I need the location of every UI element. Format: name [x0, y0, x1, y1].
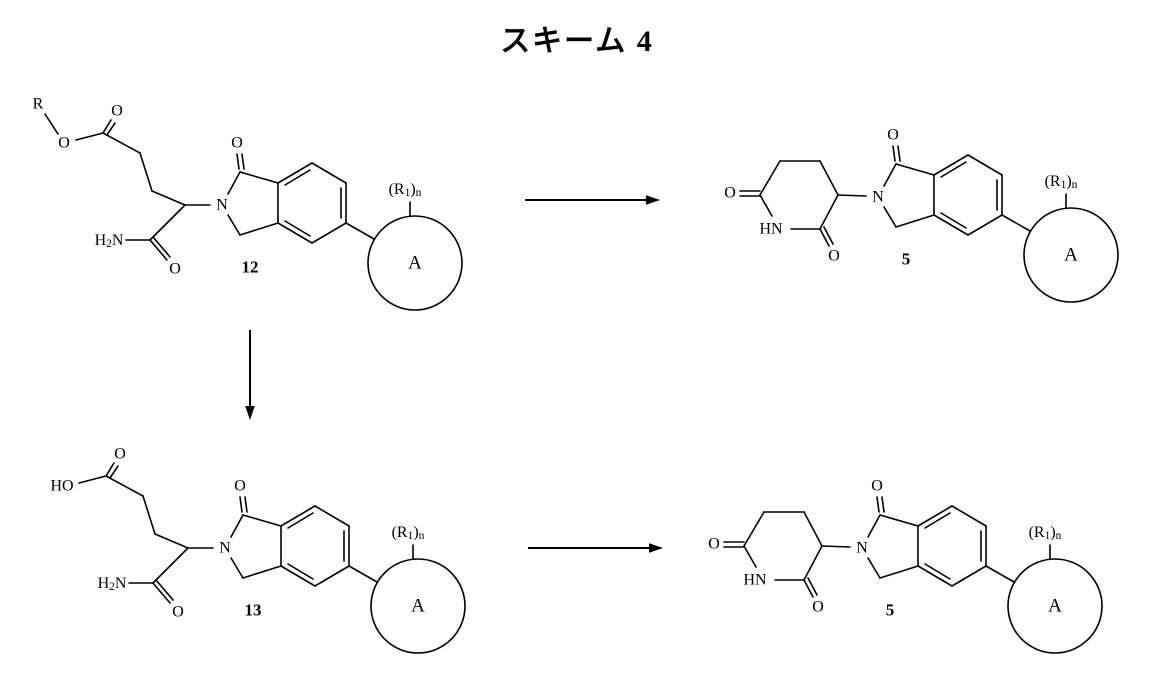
atom-lactam-o: O	[234, 478, 246, 495]
isoindolinone-skeleton	[883, 145, 1119, 303]
substituent-r1n: (R1)n	[392, 524, 425, 543]
atom-imide-o-left: O	[708, 536, 720, 553]
arrow-12-to-13	[245, 330, 255, 420]
ring-a-label: A	[1048, 596, 1062, 617]
atom-lactam-o: O	[887, 127, 899, 144]
atom-carbonyl-o: O	[111, 103, 123, 120]
atom-h2n: H2N	[95, 232, 124, 251]
compound-number-12: 12	[242, 258, 259, 277]
bond-r-o	[44, 113, 59, 135]
atom-ester-o: O	[58, 135, 70, 152]
ring-a-label: A	[411, 596, 425, 617]
structure-12: R O O H2N O N O (R1)n A 12	[33, 96, 463, 311]
atom-amide-o: O	[172, 604, 184, 621]
arrow-head-icon	[245, 406, 255, 420]
arrow-13-to-5	[528, 543, 663, 553]
arrow-head-icon	[649, 543, 663, 553]
compound-number-13: 13	[245, 601, 262, 620]
arrow-head-icon	[646, 195, 660, 205]
ring-a-label: A	[1064, 245, 1078, 266]
atom-ring-n: N	[219, 540, 231, 557]
atom-ring-n: N	[856, 540, 868, 557]
structure-13: HO O H2N O N O (R1)n A 13	[50, 446, 466, 654]
scheme-title: スキーム 4	[500, 25, 654, 58]
arrow-12-to-5	[525, 195, 660, 205]
compound-number-5: 5	[902, 250, 911, 269]
atom-carbonyl-o: O	[114, 446, 126, 463]
structure-5-top: O HN O N O (R1)n A 5	[724, 127, 1119, 303]
atom-hn: HN	[759, 221, 783, 238]
atom-imide-o-left: O	[724, 185, 736, 202]
structure-5-bottom: O HN O N O (R1)n A 5	[708, 478, 1103, 654]
atom-lactam-o: O	[871, 478, 883, 495]
isoindolinone-skeleton	[230, 496, 466, 654]
atom-imide-o-bottom: O	[812, 599, 824, 616]
substituent-r1n: (R1)n	[1045, 173, 1078, 192]
ring-a-label: A	[408, 253, 422, 274]
substituent-r1n: (R1)n	[1029, 524, 1062, 543]
compound-number-5: 5	[886, 601, 895, 620]
atom-imide-o-bottom: O	[828, 248, 840, 265]
atom-ring-n: N	[216, 197, 228, 214]
atom-ho: HO	[50, 478, 73, 495]
isoindolinone-skeleton	[227, 153, 463, 311]
substituent-r1n: (R1)n	[389, 181, 422, 200]
atom-ring-n: N	[872, 189, 884, 206]
atom-h2n: H2N	[98, 575, 127, 594]
atom-amide-o: O	[169, 261, 181, 278]
atom-r: R	[33, 96, 44, 113]
isoindolinone-skeleton	[867, 496, 1103, 654]
atom-hn: HN	[743, 572, 767, 589]
atom-lactam-o: O	[231, 135, 243, 152]
